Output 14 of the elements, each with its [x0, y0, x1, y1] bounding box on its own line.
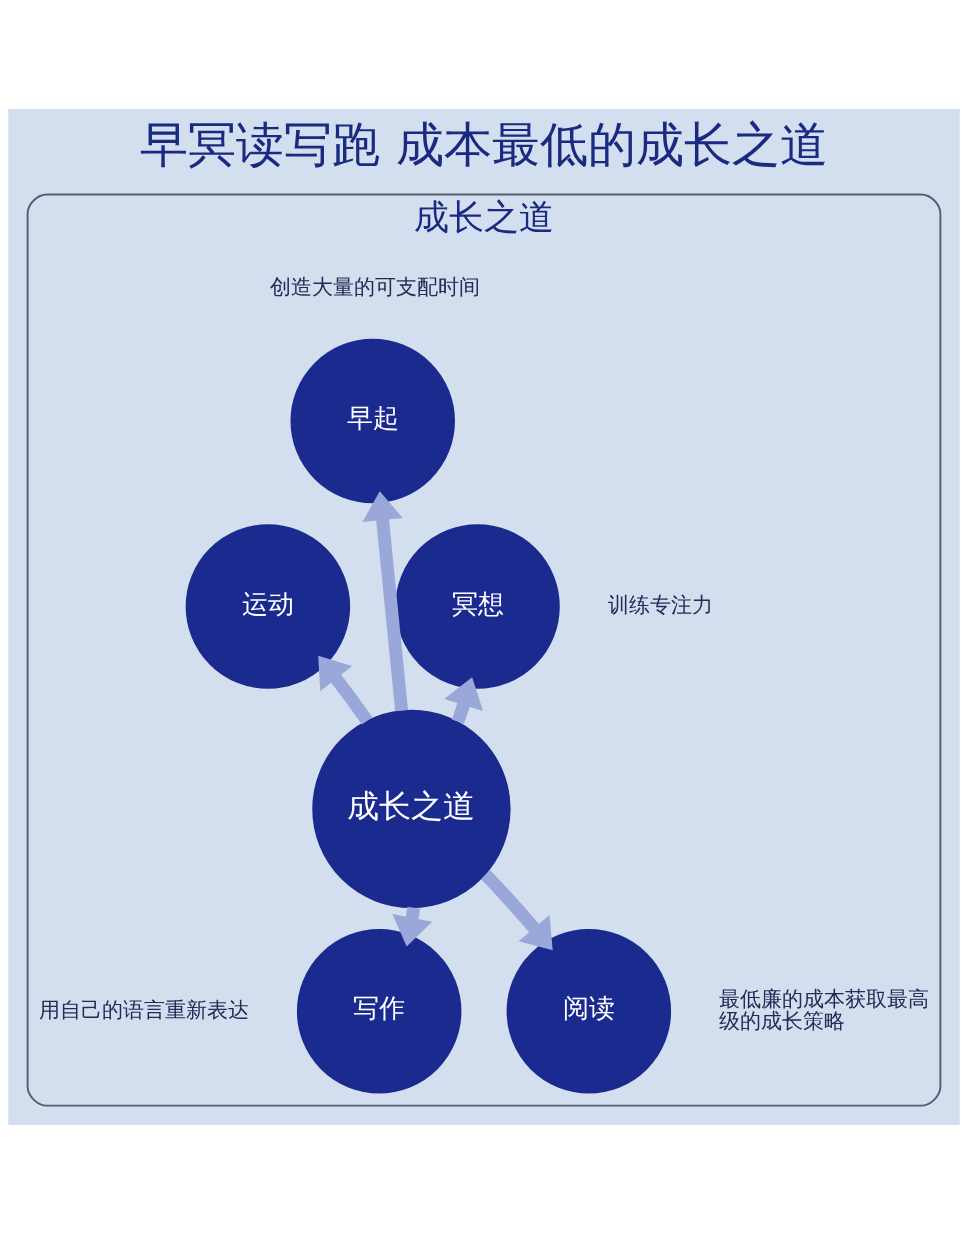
node-label: 最低廉的成本获取最高级的成长策略	[719, 986, 930, 1033]
node-circle: 成长之道	[312, 709, 511, 908]
diagram-title: 早冥读写跑 成本最低的成长之道	[140, 115, 828, 172]
arrow	[318, 655, 373, 725]
node-label: 创造大量的可支配时间	[269, 273, 480, 298]
arrow	[362, 490, 409, 711]
node-circle: 早起	[290, 338, 455, 503]
arrow	[480, 869, 553, 950]
node-circle: 冥想	[395, 523, 560, 689]
node-label: 训练专注力	[608, 592, 714, 617]
node-circle: 写作	[296, 928, 462, 1094]
arrow	[444, 676, 483, 724]
node-label: 用自己的语言重新表达	[38, 997, 249, 1022]
node-circle: 阅读	[506, 928, 672, 1094]
